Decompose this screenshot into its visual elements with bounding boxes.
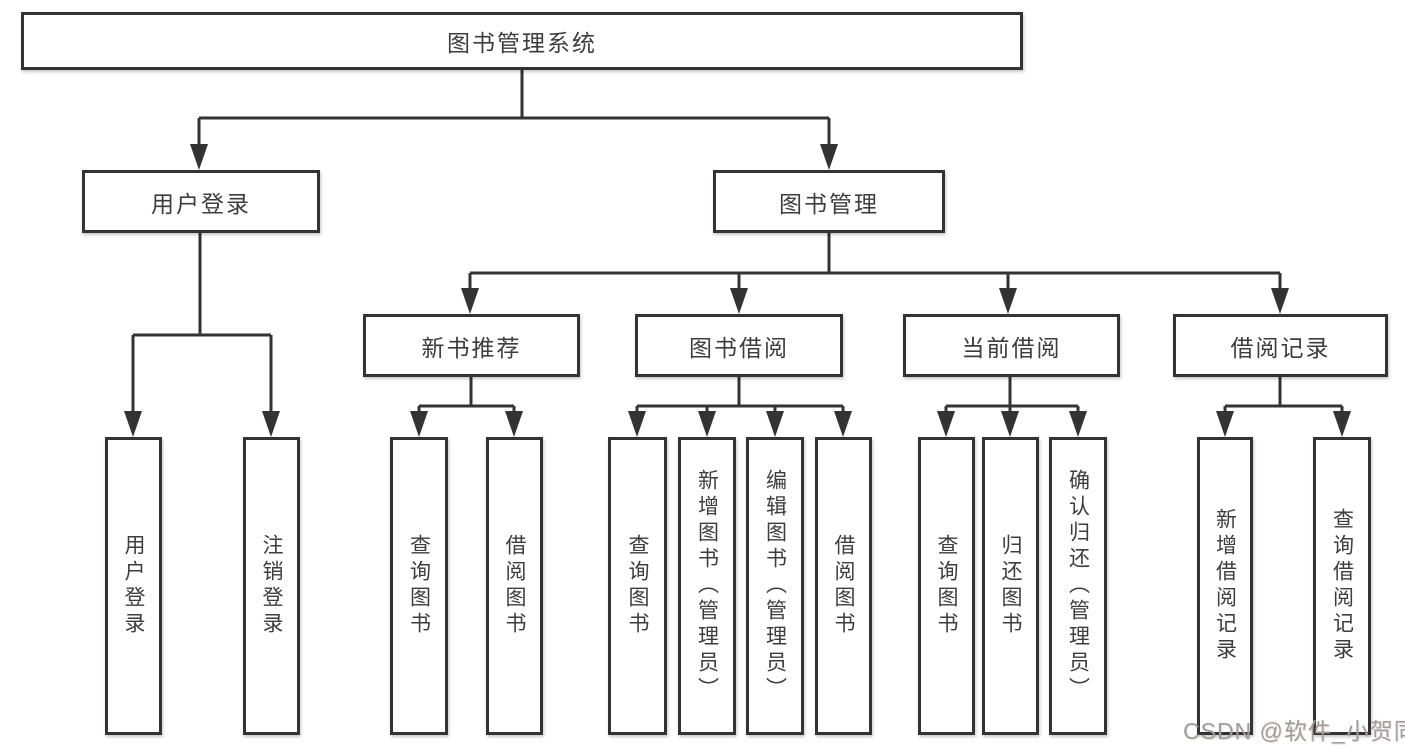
leaf-edit-books-admin-label: 编辑图书（管理员） <box>763 469 787 703</box>
leaf-current-search-books: 查询图书 <box>918 437 975 735</box>
leaf-current-search-books-label: 查询图书 <box>935 534 958 638</box>
leaf-confirm-return-admin: 确认归还（管理员） <box>1049 437 1107 735</box>
leaf-borrowing-search-books: 查询图书 <box>608 437 667 735</box>
leaf-confirm-return-admin-label: 确认归还（管理员） <box>1066 469 1090 703</box>
node-root-library-system: 图书管理系统 <box>21 12 1023 70</box>
leaf-borrow-books-label: 借阅图书 <box>832 534 855 638</box>
arrowheads <box>124 144 1351 437</box>
leaf-recommend-borrow-books-label: 借阅图书 <box>503 534 526 638</box>
leaf-edit-books-admin: 编辑图书（管理员） <box>746 437 804 735</box>
leaf-add-borrow-record: 新增借阅记录 <box>1197 437 1253 735</box>
leaf-return-books: 归还图书 <box>982 437 1039 735</box>
node-root-label: 图书管理系统 <box>447 30 597 56</box>
leaf-borrow-books: 借阅图书 <box>815 437 872 735</box>
node-current-borrowing-label: 当前借阅 <box>961 334 1062 361</box>
node-book-management: 图书管理 <box>713 170 945 233</box>
leaf-search-borrow-record-label: 查询借阅记录 <box>1330 508 1354 664</box>
node-borrowing-records-label: 借阅记录 <box>1230 334 1331 361</box>
node-book-borrowing-label: 图书借阅 <box>689 334 789 361</box>
leaf-recommend-borrow-books: 借阅图书 <box>486 437 543 735</box>
leaf-add-books-admin: 新增图书（管理员） <box>678 437 736 735</box>
leaf-recommend-search-books-label: 查询图书 <box>407 534 431 638</box>
node-borrowing-records: 借阅记录 <box>1173 314 1388 377</box>
leaf-borrowing-search-books-label: 查询图书 <box>626 534 649 638</box>
node-user-login: 用户登录 <box>82 170 320 233</box>
leaf-add-borrow-record-label: 新增借阅记录 <box>1213 508 1237 664</box>
leaf-return-books-label: 归还图书 <box>999 534 1022 638</box>
leaf-logout: 注销登录 <box>243 437 300 735</box>
node-book-borrowing: 图书借阅 <box>635 314 843 377</box>
leaf-add-books-admin-label: 新增图书（管理员） <box>695 469 719 703</box>
leaf-logout-label: 注销登录 <box>260 534 283 638</box>
node-current-borrowing: 当前借阅 <box>903 314 1120 377</box>
node-book-management-label: 图书管理 <box>779 190 879 217</box>
node-new-book-recommendation: 新书推荐 <box>363 314 580 377</box>
node-user-login-label: 用户登录 <box>151 190 251 217</box>
leaf-user-login: 用户登录 <box>105 437 162 735</box>
leaf-recommend-search-books: 查询图书 <box>390 437 448 735</box>
csdn-watermark: CSDN @软件_小贺同学 <box>1183 718 1405 744</box>
leaf-search-borrow-record: 查询借阅记录 <box>1313 437 1371 735</box>
leaf-user-login-label: 用户登录 <box>122 534 145 638</box>
node-new-book-recommendation-label: 新书推荐 <box>421 334 522 361</box>
connector-segments <box>131 70 1344 433</box>
